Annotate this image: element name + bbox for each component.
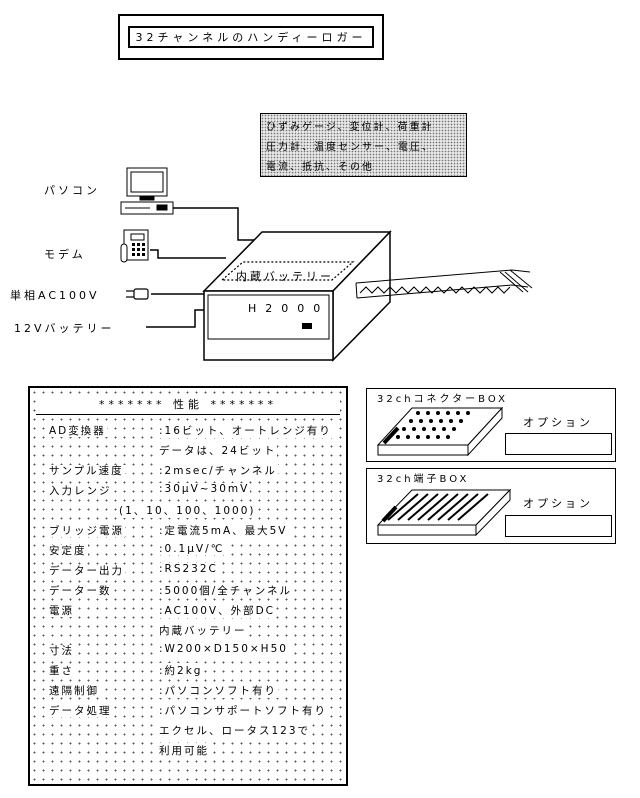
spec-row: サンプル速度:2msec/チャンネル: [48, 463, 278, 478]
terminal-box-panel: 32ch端子BOX オプション: [366, 468, 616, 544]
sensor-types-box: ひずみゲージ、変位計、荷重計 圧力計、温度センサー、電圧、 電流、抵抗、その他: [260, 113, 467, 177]
terminal-box-icon: [376, 488, 512, 537]
sensor-line-2: 圧力計、温度センサー、電圧、: [266, 142, 434, 153]
connector-box-slot: [505, 433, 612, 455]
connector-box-icon: [376, 406, 504, 457]
spec-row: データ処理:パソコンサポートソフト有り: [48, 703, 329, 718]
title-inner-frame: 32チャンネルのハンディーロガー: [128, 26, 374, 48]
spec-row: データー数:5000個/全チャンネル: [48, 583, 293, 598]
terminal-box-option-label: オプション: [523, 497, 593, 510]
logger-unit: [202, 230, 392, 362]
sensor-line-3: 電流、抵抗、その他: [266, 162, 374, 173]
spec-row: AD変換器:16ビット、オートレンジ有り: [48, 423, 333, 438]
title-frame: 32チャンネルのハンディーロガー: [118, 14, 384, 60]
terminal-box-slot: [505, 515, 612, 537]
spec-row: ブリッジ電源:定電流5mA、最大5V: [48, 523, 289, 538]
page-title: 32チャンネルのハンディーロガー: [135, 31, 367, 44]
specs-header-text: ******* 性能 *******: [99, 398, 277, 411]
sensor-ribbon-cables: [355, 269, 533, 299]
modem-label: モデム: [44, 248, 86, 261]
connector-box-option-label: オプション: [523, 416, 593, 429]
spec-row: データー出力:RS232C: [48, 563, 219, 577]
spec-row: 入力レンジ:30μV~30mV: [48, 483, 251, 497]
spec-row: 安定度:0.1μV/℃: [48, 543, 226, 557]
specs-panel: ******* 性能 ******* AD変換器:16ビット、オートレンジ有り …: [28, 386, 348, 786]
connector-box-title: 32chコネクターBOX: [377, 394, 508, 405]
ac-power-label: 単相AC100V: [10, 289, 100, 302]
ac-plug-icon: [126, 288, 149, 300]
connector-box-panel: 32chコネクターBOX オプション: [366, 388, 616, 462]
spec-row: 重さ:約2kg: [48, 663, 204, 678]
terminal-box-title: 32ch端子BOX: [377, 474, 470, 485]
battery-label: 12Vバッテリー: [14, 322, 115, 335]
internal-battery-label: 内蔵バッテリー: [236, 270, 334, 283]
pc-icon: [120, 167, 174, 215]
modem-icon: [120, 229, 149, 263]
spec-row: 寸法:W200×D150×H50: [48, 643, 289, 657]
pc-label: パソコン: [44, 184, 100, 197]
spec-row: 電源:AC100V、外部DC: [48, 603, 277, 618]
spec-row: 遠隔制御:パソコンソフト有り: [48, 683, 279, 698]
model-label: H2000: [248, 302, 330, 315]
cables: [146, 207, 262, 328]
specs-header: ******* 性能 *******: [36, 394, 340, 415]
sensor-line-1: ひずみゲージ、変位計、荷重計: [266, 122, 434, 133]
